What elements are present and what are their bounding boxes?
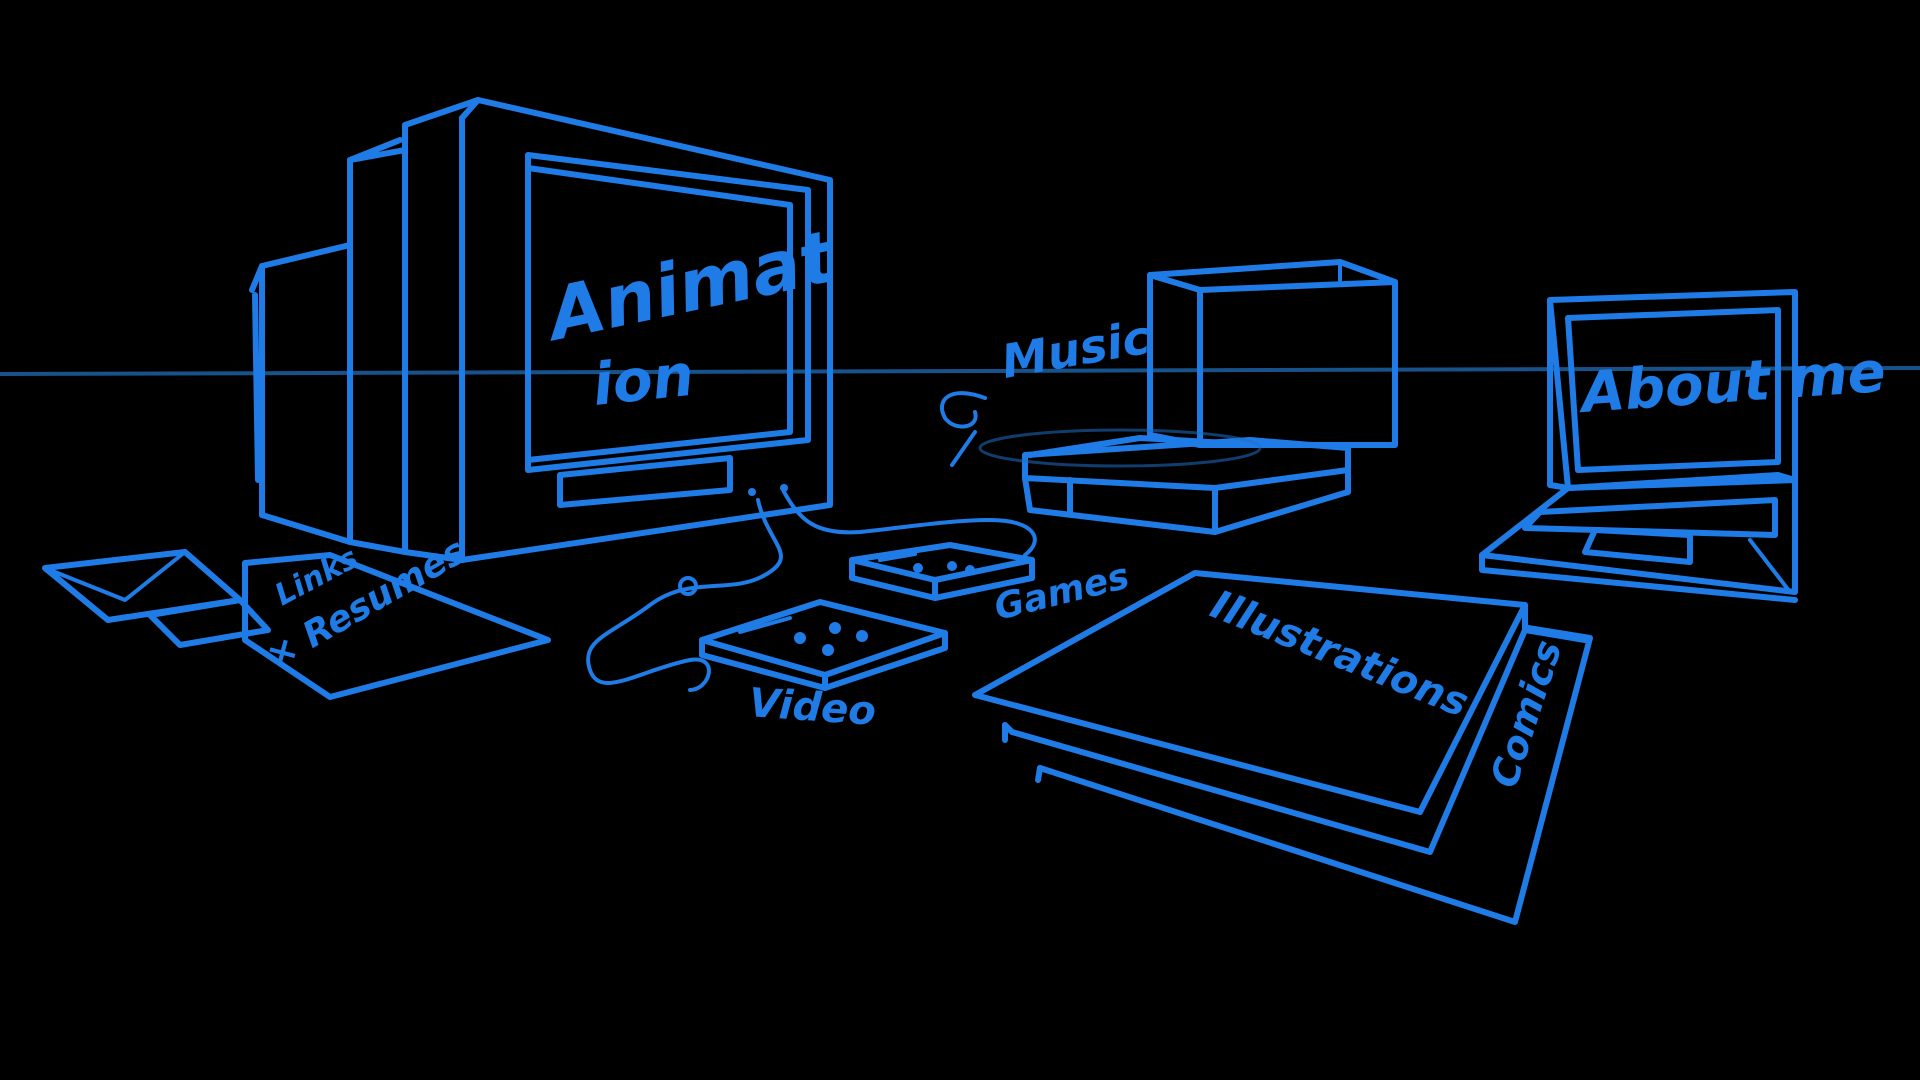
papers-drawing [42, 549, 551, 700]
games-controller-drawing [849, 542, 1035, 601]
crt-monitor-drawing [249, 97, 833, 563]
video-controller[interactable]: Video [699, 599, 948, 735]
record-player-drawing [939, 259, 1398, 535]
animation-label-line2: ion [589, 341, 697, 419]
cables [586, 490, 1037, 692]
horizon-line [0, 366, 1920, 376]
about-me-laptop[interactable]: About me [1479, 289, 1888, 603]
laptop-drawing [1479, 289, 1798, 603]
games-controller[interactable]: Games [849, 542, 1133, 629]
books-drawing [972, 570, 1593, 925]
illustrations-comics-books[interactable]: Illustrations Comics [972, 570, 1593, 925]
video-controller-drawing [699, 599, 948, 691]
animation-label-line1: Animat [536, 214, 844, 358]
about-me-label: About me [1575, 340, 1887, 426]
video-label: Video [747, 680, 877, 735]
animation-computer[interactable]: Animat ion [249, 97, 844, 563]
music-label: Music [998, 310, 1154, 389]
illustrations-label: Illustrations [1204, 582, 1474, 727]
music-record-player[interactable]: Music [939, 259, 1398, 535]
